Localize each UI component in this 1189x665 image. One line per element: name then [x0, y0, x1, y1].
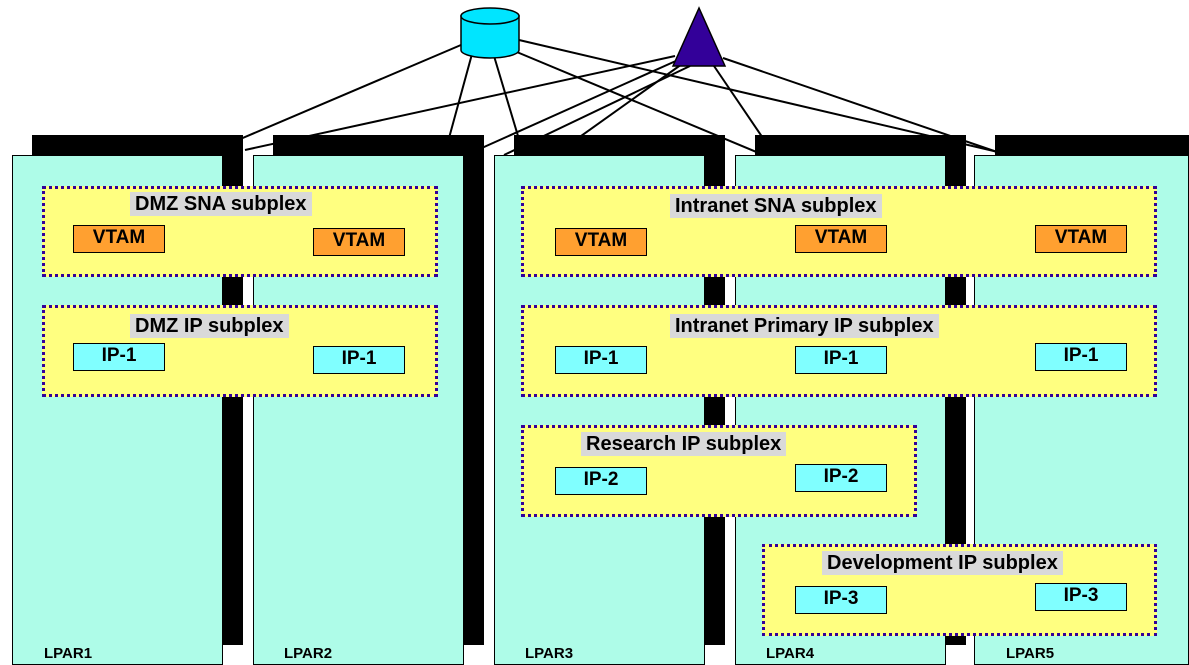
dmz-ip-subplex-title: DMZ IP subplex	[130, 314, 289, 338]
ip-box-lpar2: IP-1	[313, 346, 405, 374]
vtam-box-lpar3: VTAM	[555, 228, 647, 256]
lpar5-label: LPAR5	[1006, 645, 1055, 662]
ip2-box-lpar4: IP-2	[795, 464, 887, 492]
vtam-box-lpar1: VTAM	[73, 225, 165, 253]
lpar1-label: LPAR1	[44, 645, 93, 662]
tri-link-lpar2	[454, 59, 679, 161]
db-link-lpar1	[237, 41, 469, 141]
vtam-box-lpar4: VTAM	[795, 225, 887, 253]
vtam-box-lpar2: VTAM	[313, 228, 405, 256]
lpar3-label: LPAR3	[525, 645, 574, 662]
ip-box-lpar5: IP-1	[1035, 343, 1127, 371]
vtam-box-lpar5: VTAM	[1035, 225, 1127, 253]
ip3-box-lpar5: IP-3	[1035, 583, 1127, 611]
lpar2-label: LPAR2	[284, 645, 333, 662]
tri-link-lpar1	[244, 55, 676, 151]
intranet-sna-subplex-title: Intranet SNA subplex	[670, 194, 882, 218]
development-ip-subplex-title: Development IP subplex	[822, 551, 1063, 575]
ip3-box-lpar4: IP-3	[795, 586, 887, 614]
research-ip-subplex-title: Research IP subplex	[581, 432, 787, 456]
intranet-primary-ip-subplex-title: Intranet Primary IP subplex	[670, 314, 939, 338]
lpar4-label: LPAR4	[766, 645, 815, 662]
dmz-sna-subplex-title: DMZ SNA subplex	[130, 192, 312, 216]
ip-box-lpar1: IP-1	[73, 343, 165, 371]
database-icon	[460, 7, 520, 59]
db-link-lpar5	[518, 39, 999, 153]
triangle-icon	[671, 6, 727, 67]
ip-box-lpar4: IP-1	[795, 346, 887, 374]
ip-box-lpar3: IP-1	[555, 346, 647, 374]
ip2-box-lpar3: IP-2	[555, 467, 647, 495]
